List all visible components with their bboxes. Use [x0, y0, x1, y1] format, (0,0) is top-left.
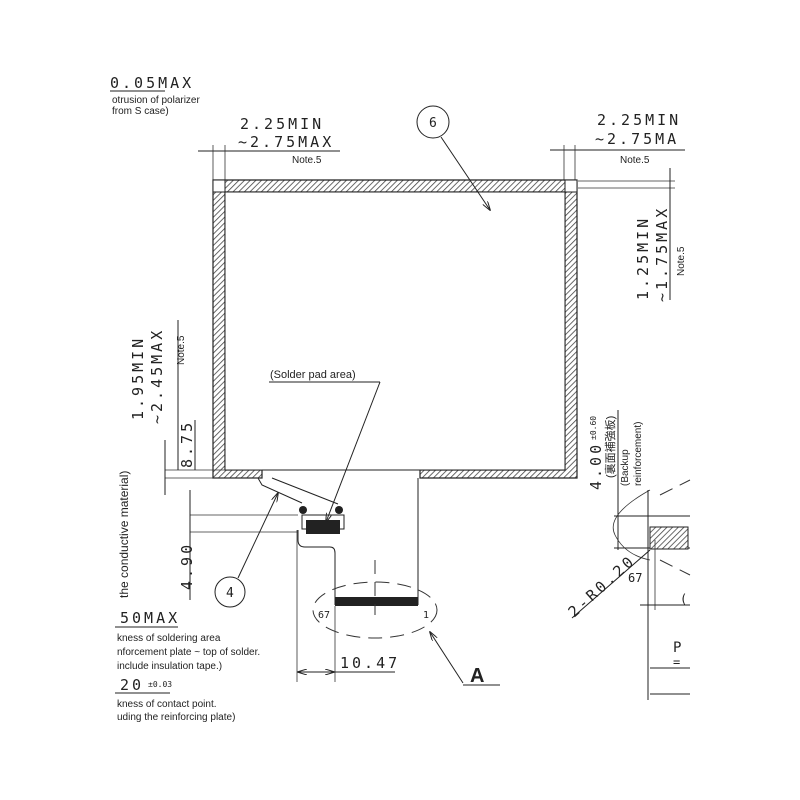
jp-label: (裏面補強板) [603, 416, 617, 478]
note-line: nforcement plate ~ top of solder. [117, 647, 260, 658]
fpc-cable: 67 1 [257, 477, 438, 639]
detail-a-callout [312, 581, 438, 639]
backup-label: reinforcement) [633, 422, 644, 486]
dim-min: 2.25MIN [240, 115, 324, 133]
dim-max: ~1.75MAX [653, 206, 671, 302]
dim-max: ~2.75MA [595, 130, 679, 148]
dim-min: 1.95MIN [129, 336, 147, 420]
dim-max: ~2.75MAX [238, 133, 334, 151]
solder-pad-callout: (Solder pad area) [269, 369, 381, 522]
paren: ( [680, 592, 687, 606]
balloon-label: 4 [226, 586, 234, 601]
dim-min: 1.25MIN [634, 216, 652, 300]
detail-letter: A [470, 665, 484, 687]
dim-value: 10.47 [340, 654, 400, 672]
dim-left: 1.95MIN ~2.45MAX Note.5 8.75 4.90 the co… [117, 320, 298, 600]
dim-max: ~2.45MAX [148, 328, 166, 424]
top-left-note: 0.05MAX otrusion of polarizer from S cas… [110, 74, 200, 117]
conductive-label: the conductive material) [117, 471, 131, 598]
dim-top-right: 2.25MIN ~2.75MA Note.5 1.25MIN ~1.75MAX … [550, 111, 687, 302]
dim-tolerance: ±0.60 [589, 416, 598, 440]
detail-a-label: A [430, 632, 500, 687]
backup-label: (Backup [620, 449, 631, 486]
pin-label: 67 [318, 610, 330, 621]
bottom-notes: 50MAX kness of soldering area nforcement… [115, 609, 260, 723]
balloon-4: 4 [214, 493, 278, 608]
pitch-label: P [673, 640, 681, 656]
note-value: 20 [120, 676, 144, 694]
dim-min: 2.25MIN [597, 111, 681, 129]
note-value: 50MAX [120, 609, 180, 627]
balloon-6: 6 [416, 105, 490, 210]
dim-note: Note.5 [676, 246, 687, 276]
dim-4-90: 4.90 [178, 542, 196, 590]
note-line: uding the reinforcing plate) [117, 712, 235, 723]
note-tolerance: ±0.03 [148, 680, 172, 689]
pin-label: 1 [423, 610, 429, 621]
panel-frame [212, 179, 578, 479]
note-line: include insulation tape.) [117, 661, 222, 672]
radius-label: 2-R0.20 [565, 551, 640, 621]
dim-note: Note.5 [620, 155, 650, 166]
dim-10-47: 10.47 [296, 530, 400, 682]
note-line: kness of contact point. [117, 699, 217, 710]
pin-label: 67 [628, 571, 642, 585]
dim-top-left: 2.25MIN ~2.75MAX Note.5 [198, 115, 340, 192]
balloon-label: 6 [429, 116, 437, 131]
dim-value: 4.00 [587, 442, 605, 490]
solder-pad-label: (Solder pad area) [270, 369, 356, 381]
note-line: from S case) [112, 106, 169, 117]
dim-8-75: 8.75 [178, 420, 196, 468]
partial-value: 0.05MAX [110, 74, 194, 92]
detail-right: 4.00 ±0.60 (裏面補強板) (Backup reinforcement… [565, 410, 691, 700]
note-line: otrusion of polarizer [112, 95, 200, 106]
dim-note: Note.5 [176, 335, 187, 365]
equals-label: = [673, 655, 680, 669]
dim-note: Note.5 [292, 155, 322, 166]
note-line: kness of soldering area [117, 633, 221, 644]
